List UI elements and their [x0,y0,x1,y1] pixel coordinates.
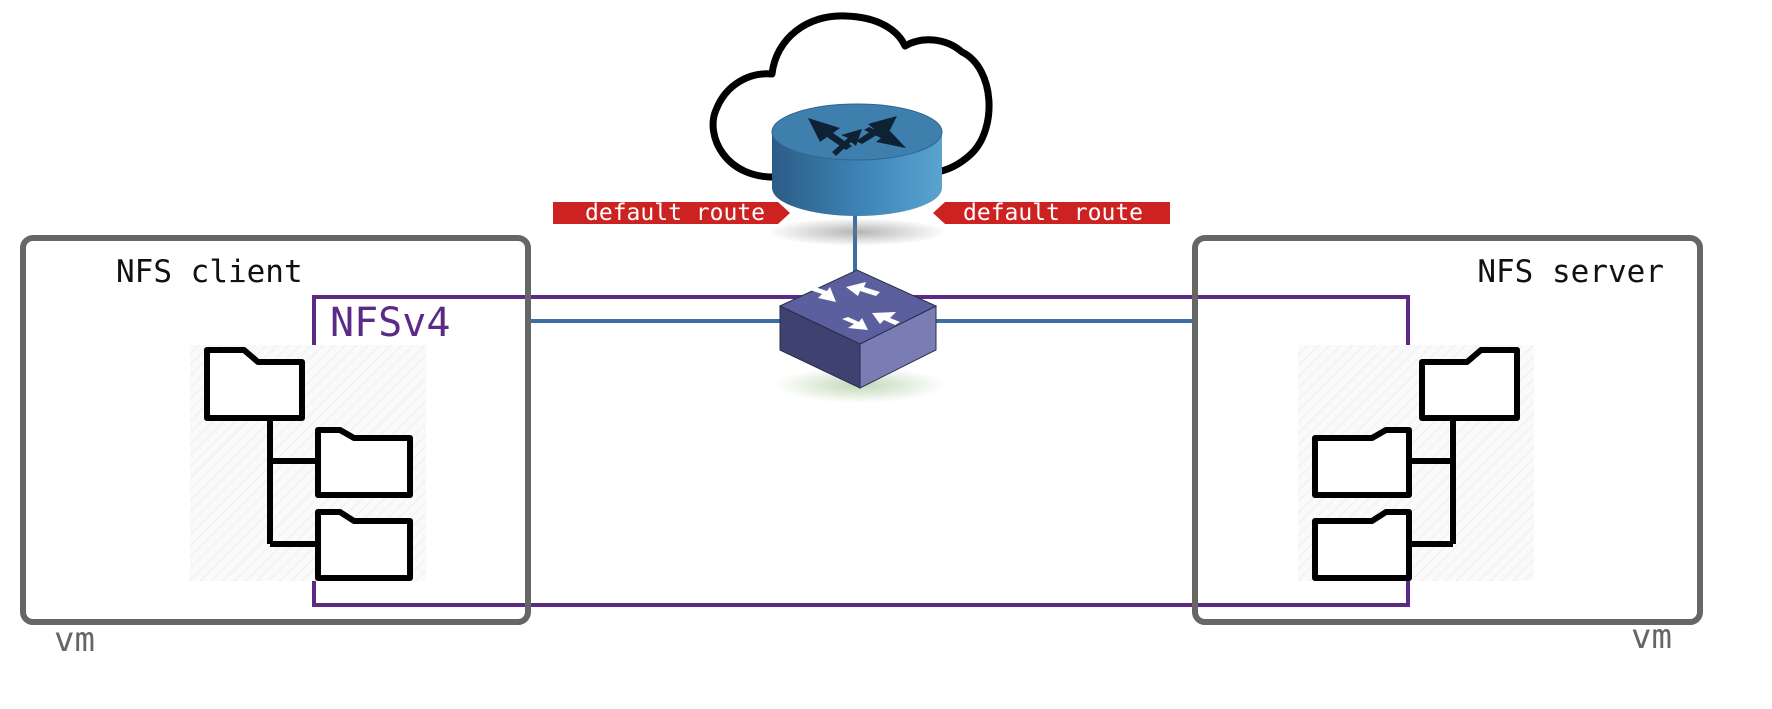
server-vm-label: NFS server [1477,254,1664,290]
default-route-tag-right: default route [933,200,1170,226]
client-vm-label: NFS client [116,254,303,290]
default-route-label-right: default route [963,200,1143,226]
client-vm-caption: vm [54,620,95,660]
protocol-label: NFSv4 [330,300,450,346]
server-vm-caption: vm [1631,617,1672,657]
server-vm-box [1192,235,1703,625]
client-vm: NFS client vm [20,235,531,660]
client-vm-box [20,235,531,625]
folder-tree-icon [1298,345,1534,581]
folder-tree-icon [190,345,426,581]
default-route-tag-left: default route [553,200,790,226]
server-vm: NFS server vm [1192,235,1703,657]
router-icon [767,103,947,246]
default-route-label-left: default route [585,200,765,226]
switch-icon [775,269,945,403]
